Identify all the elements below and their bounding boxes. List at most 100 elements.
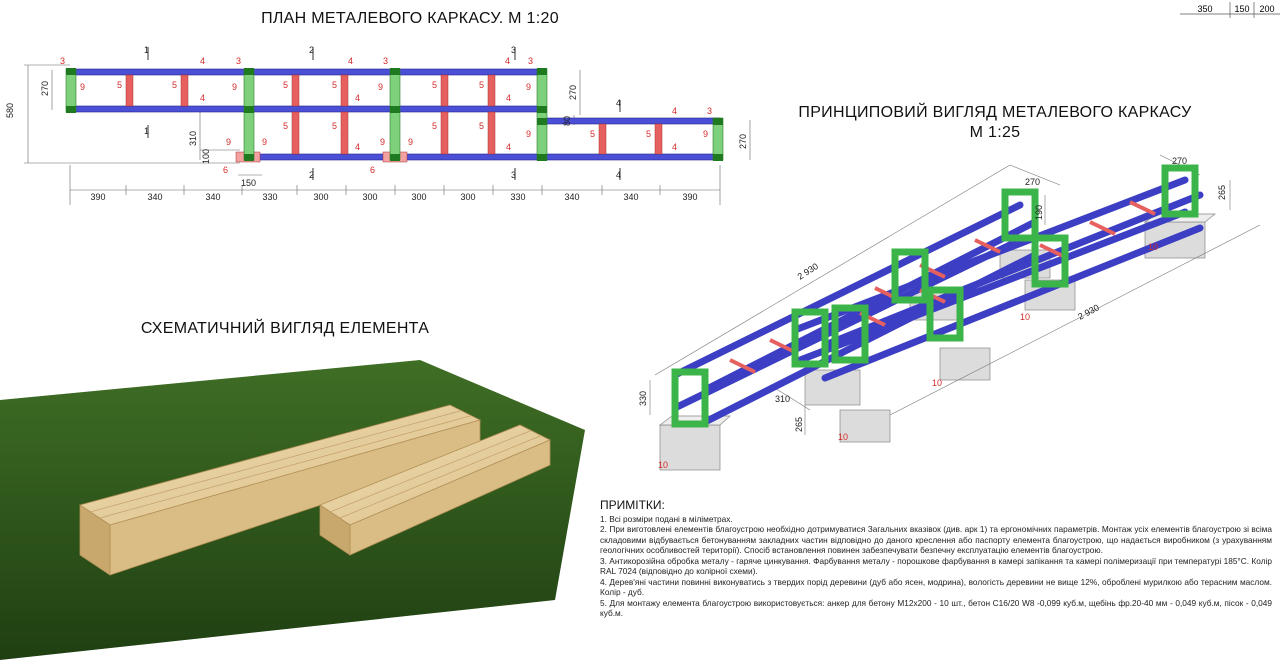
plan-bottom-dim: 340 (623, 192, 638, 202)
plan-label-3: 3 (383, 56, 388, 66)
plan-drawing: 1 1 2 2 3 3 4 4 3 3 3 3 3 4 4 4 4 4 4 4 … (5, 45, 751, 205)
notes-heading: ПРИМІТКИ: (600, 498, 665, 512)
iso-dim-270-a: 270 (1025, 177, 1040, 187)
section-mark-1b: 1 (144, 126, 149, 136)
plan-dim-310: 310 (188, 131, 198, 146)
top-dim-1: 350 (1197, 4, 1212, 14)
plan-label-9: 9 (703, 129, 708, 139)
plan-label-5: 5 (332, 80, 337, 90)
bench-render (0, 360, 585, 660)
plan-bottom-dim: 300 (411, 192, 426, 202)
iso-dim-270-b: 270 (1172, 156, 1187, 166)
plan-label-4: 4 (348, 56, 353, 66)
plan-label-9: 9 (380, 137, 385, 147)
iso-base-label: 10 (1020, 312, 1030, 322)
notes-block: ПРИМІТКИ: 1. Всі розміри подані в міліме… (600, 498, 1272, 619)
iso-base-label: 10 (1148, 242, 1158, 252)
isometric-frame: 270 190 265 270 2 930 2 930 330 310 265 … (638, 154, 1261, 471)
plan-label-9: 9 (526, 129, 531, 139)
plan-label-3: 3 (60, 56, 65, 66)
plan-label-5: 5 (590, 129, 595, 139)
plan-bottom-dim: 390 (682, 192, 697, 202)
plan-dim-270-right: 270 (738, 134, 748, 149)
section-mark-2b: 2 (309, 170, 314, 180)
plan-label-6: 6 (223, 165, 228, 175)
section-mark-3a: 3 (511, 45, 516, 55)
iso-dim-265-b: 265 (794, 417, 804, 432)
top-right-dims: 350 150 200 (1180, 2, 1280, 18)
plan-label-3: 3 (528, 56, 533, 66)
iso-base-label: 10 (932, 378, 942, 388)
plan-bottom-dim: 330 (262, 192, 277, 202)
plan-label-5: 5 (283, 121, 288, 131)
plan-label-4: 4 (200, 56, 205, 66)
plan-label-4: 4 (672, 106, 677, 116)
iso-dim-330: 330 (638, 391, 648, 406)
plan-label-4: 4 (355, 93, 360, 103)
top-dim-3: 200 (1259, 4, 1274, 14)
plan-label-5: 5 (432, 80, 437, 90)
iso-dim-265-a: 265 (1217, 185, 1227, 200)
plan-label-9: 9 (262, 137, 267, 147)
section-mark-3b: 3 (511, 170, 516, 180)
plan-bottom-dim: 340 (564, 192, 579, 202)
plan-label-5: 5 (432, 121, 437, 131)
plan-bottom-dim: 340 (205, 192, 220, 202)
plan-label-9: 9 (226, 137, 231, 147)
plan-label-5: 5 (283, 80, 288, 90)
bench-back-end (319, 504, 351, 556)
plan-dim-150: 150 (241, 178, 256, 188)
plan-label-9: 9 (378, 82, 383, 92)
plan-label-4: 4 (355, 142, 360, 152)
plan-dim-270-left: 270 (40, 81, 50, 96)
plan-label-9: 9 (80, 82, 85, 92)
plan-label-5: 5 (646, 129, 651, 139)
plan-label-5: 5 (172, 80, 177, 90)
principal-title: ПРИНЦИПОВИЙ ВИГЛЯД МЕТАЛЕВОГО КАРКАСУ М … (770, 103, 1220, 143)
plan-bottom-ticks (125, 185, 661, 195)
plan-label-4: 4 (200, 93, 205, 103)
iso-base-label: 10 (658, 460, 668, 470)
plan-bottom-dim: 340 (147, 192, 162, 202)
plan-dim-270-mid: 270 (568, 85, 578, 100)
plan-label-4: 4 (672, 142, 677, 152)
iso-dim-190: 190 (1034, 205, 1044, 220)
section-mark-4b: 4 (616, 170, 621, 180)
plan-label-5: 5 (117, 80, 122, 90)
plan-bottom-dim: 300 (460, 192, 475, 202)
schematic-title: СХЕМАТИЧНИЙ ВИГЛЯД ЕЛЕМЕНТА (140, 320, 430, 337)
principal-scale: М 1:25 (969, 124, 1021, 141)
bench-front-end (79, 504, 111, 576)
plan-dim-580: 580 (5, 103, 15, 118)
plan-label-4: 4 (505, 56, 510, 66)
plan-label-5: 5 (479, 121, 484, 131)
note-5: 5. Для монтажу елемента благоустрою вико… (600, 597, 1272, 619)
section-mark-2a: 2 (309, 45, 314, 55)
iso-dim-2930-a: 2 930 (796, 261, 820, 282)
plan-label-6: 6 (370, 165, 375, 175)
plan-bottom-dim: 300 (362, 192, 377, 202)
plan-label-4: 4 (506, 142, 511, 152)
plan-label-9: 9 (408, 137, 413, 147)
plan-label-3: 3 (236, 56, 241, 66)
note-2: 2. При виготовлені елементів благоустрою… (600, 524, 1272, 555)
plan-label-9: 9 (526, 82, 531, 92)
note-4: 4. Дерев'яні частини повинні виконуватис… (600, 576, 1272, 598)
top-dim-2: 150 (1234, 4, 1249, 14)
plan-label-9: 9 (232, 82, 237, 92)
plan-bottom-dim: 300 (313, 192, 328, 202)
iso-dim-2930-b: 2 930 (1076, 302, 1101, 321)
section-mark-4a: 4 (616, 98, 621, 108)
plan-label-5: 5 (332, 121, 337, 131)
plan-label-3: 3 (707, 106, 712, 116)
plan-bottom-dim: 390 (90, 192, 105, 202)
note-3: 3. Антикорозійна обробка металу - гаряче… (600, 555, 1272, 577)
iso-base-label: 10 (838, 432, 848, 442)
plan-dim-100: 100 (201, 149, 211, 164)
iso-dim-310: 310 (775, 394, 790, 404)
note-1: 1. Всі розміри подані в міліметрах. (600, 513, 733, 524)
principal-title-text: ПРИНЦИПОВИЙ ВИГЛЯД МЕТАЛЕВОГО КАРКАСУ (798, 104, 1192, 121)
plan-title: ПЛАН МЕТАЛЕВОГО КАРКАСУ. М 1:20 (261, 10, 559, 27)
plan-bottom-dim: 330 (510, 192, 525, 202)
section-mark-1a: 1 (144, 45, 149, 55)
